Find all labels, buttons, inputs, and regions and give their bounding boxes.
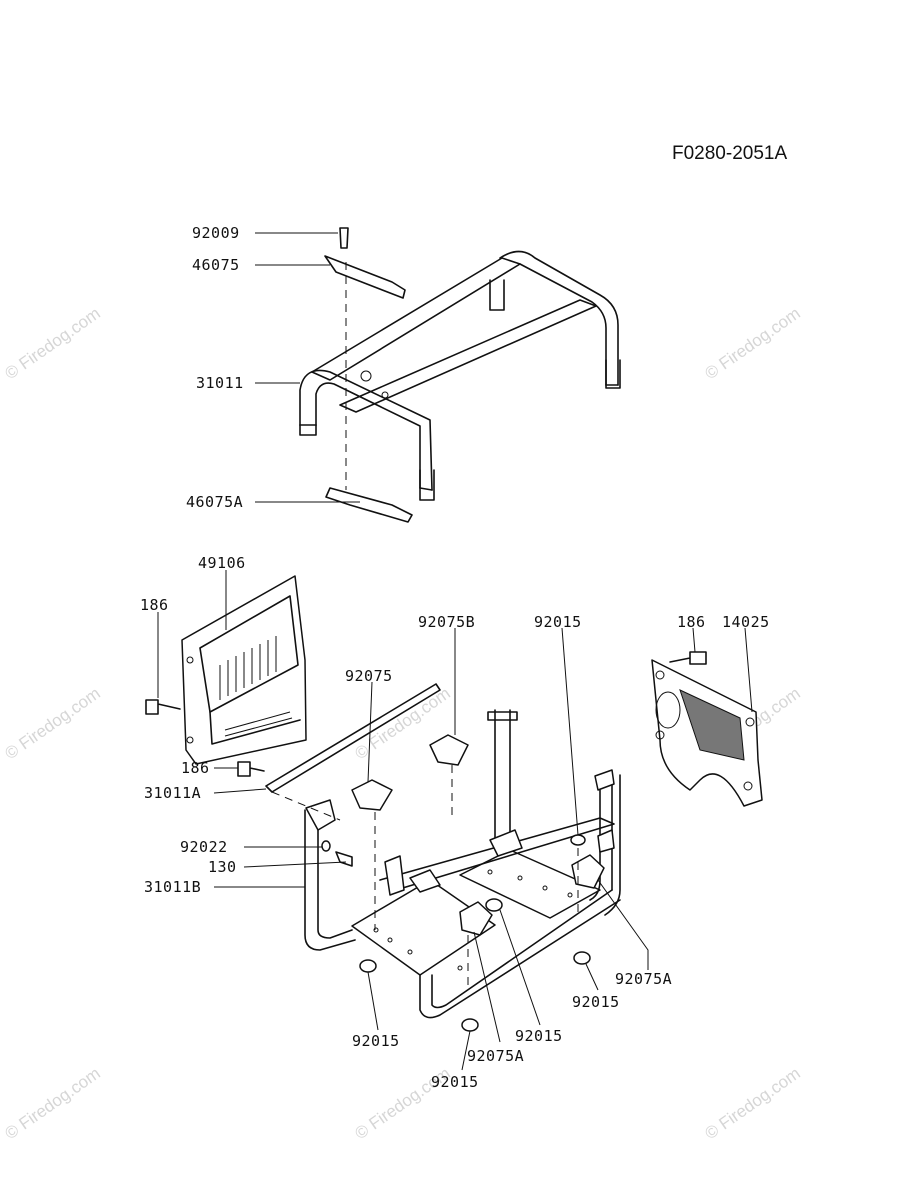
- part-label-130: 130: [208, 858, 237, 876]
- heat-shield-drawing: [651, 659, 763, 807]
- part-label-92015-right: 92015: [572, 993, 620, 1011]
- reference-code: F0280-2051A: [672, 143, 787, 164]
- bolts-drawing: [145, 651, 707, 777]
- muffler-guard-drawing: [181, 575, 307, 765]
- part-label-14025: 14025: [722, 613, 770, 631]
- mounts-drawing: [351, 734, 605, 936]
- upper-frame-drawing: [299, 250, 621, 501]
- rail-31011A-drawing: [265, 683, 441, 793]
- part-label-186-right: 186: [677, 613, 706, 631]
- watermark-5: © Firedog.com: [1, 1064, 103, 1144]
- small-fasteners-drawing: [321, 840, 353, 867]
- part-label-186-left: 186: [140, 596, 169, 614]
- part-label-92009: 92009: [192, 224, 240, 242]
- part-label-92075B: 92075B: [418, 613, 475, 631]
- part-labels: 92009 46075 31011 46075A 49106 186 92075…: [140, 224, 770, 1091]
- part-label-92015-center: 92015: [515, 1027, 563, 1045]
- lower-frame-drawing: [304, 709, 621, 1019]
- part-label-186-middle: 186: [181, 759, 210, 777]
- part-label-31011B: 31011B: [144, 878, 201, 896]
- watermark-1: © Firedog.com: [1, 304, 103, 384]
- part-label-92015-left: 92015: [352, 1032, 400, 1050]
- nuts-drawing: [359, 834, 591, 1032]
- watermark-7: © Firedog.com: [701, 1064, 803, 1144]
- part-label-92075: 92075: [345, 667, 393, 685]
- watermark-3: © Firedog.com: [1, 684, 103, 764]
- assembly-lines: [271, 765, 579, 990]
- leader-lines: [157, 232, 753, 1071]
- part-label-92075A-right: 92075A: [615, 970, 672, 988]
- watermark-2: © Firedog.com: [701, 304, 803, 384]
- part-label-92022: 92022: [180, 838, 228, 856]
- part-label-49106: 49106: [198, 554, 246, 572]
- part-label-46075A: 46075A: [186, 493, 243, 511]
- part-label-31011: 31011: [196, 374, 244, 392]
- part-label-31011A: 31011A: [144, 784, 201, 802]
- top-plate-drawing: [324, 227, 413, 523]
- part-label-46075: 46075: [192, 256, 240, 274]
- part-label-92015-bottom: 92015: [431, 1073, 479, 1091]
- guard-slots: [219, 636, 293, 737]
- part-label-92075A-bottom: 92075A: [467, 1047, 524, 1065]
- part-label-92015-top: 92015: [534, 613, 582, 631]
